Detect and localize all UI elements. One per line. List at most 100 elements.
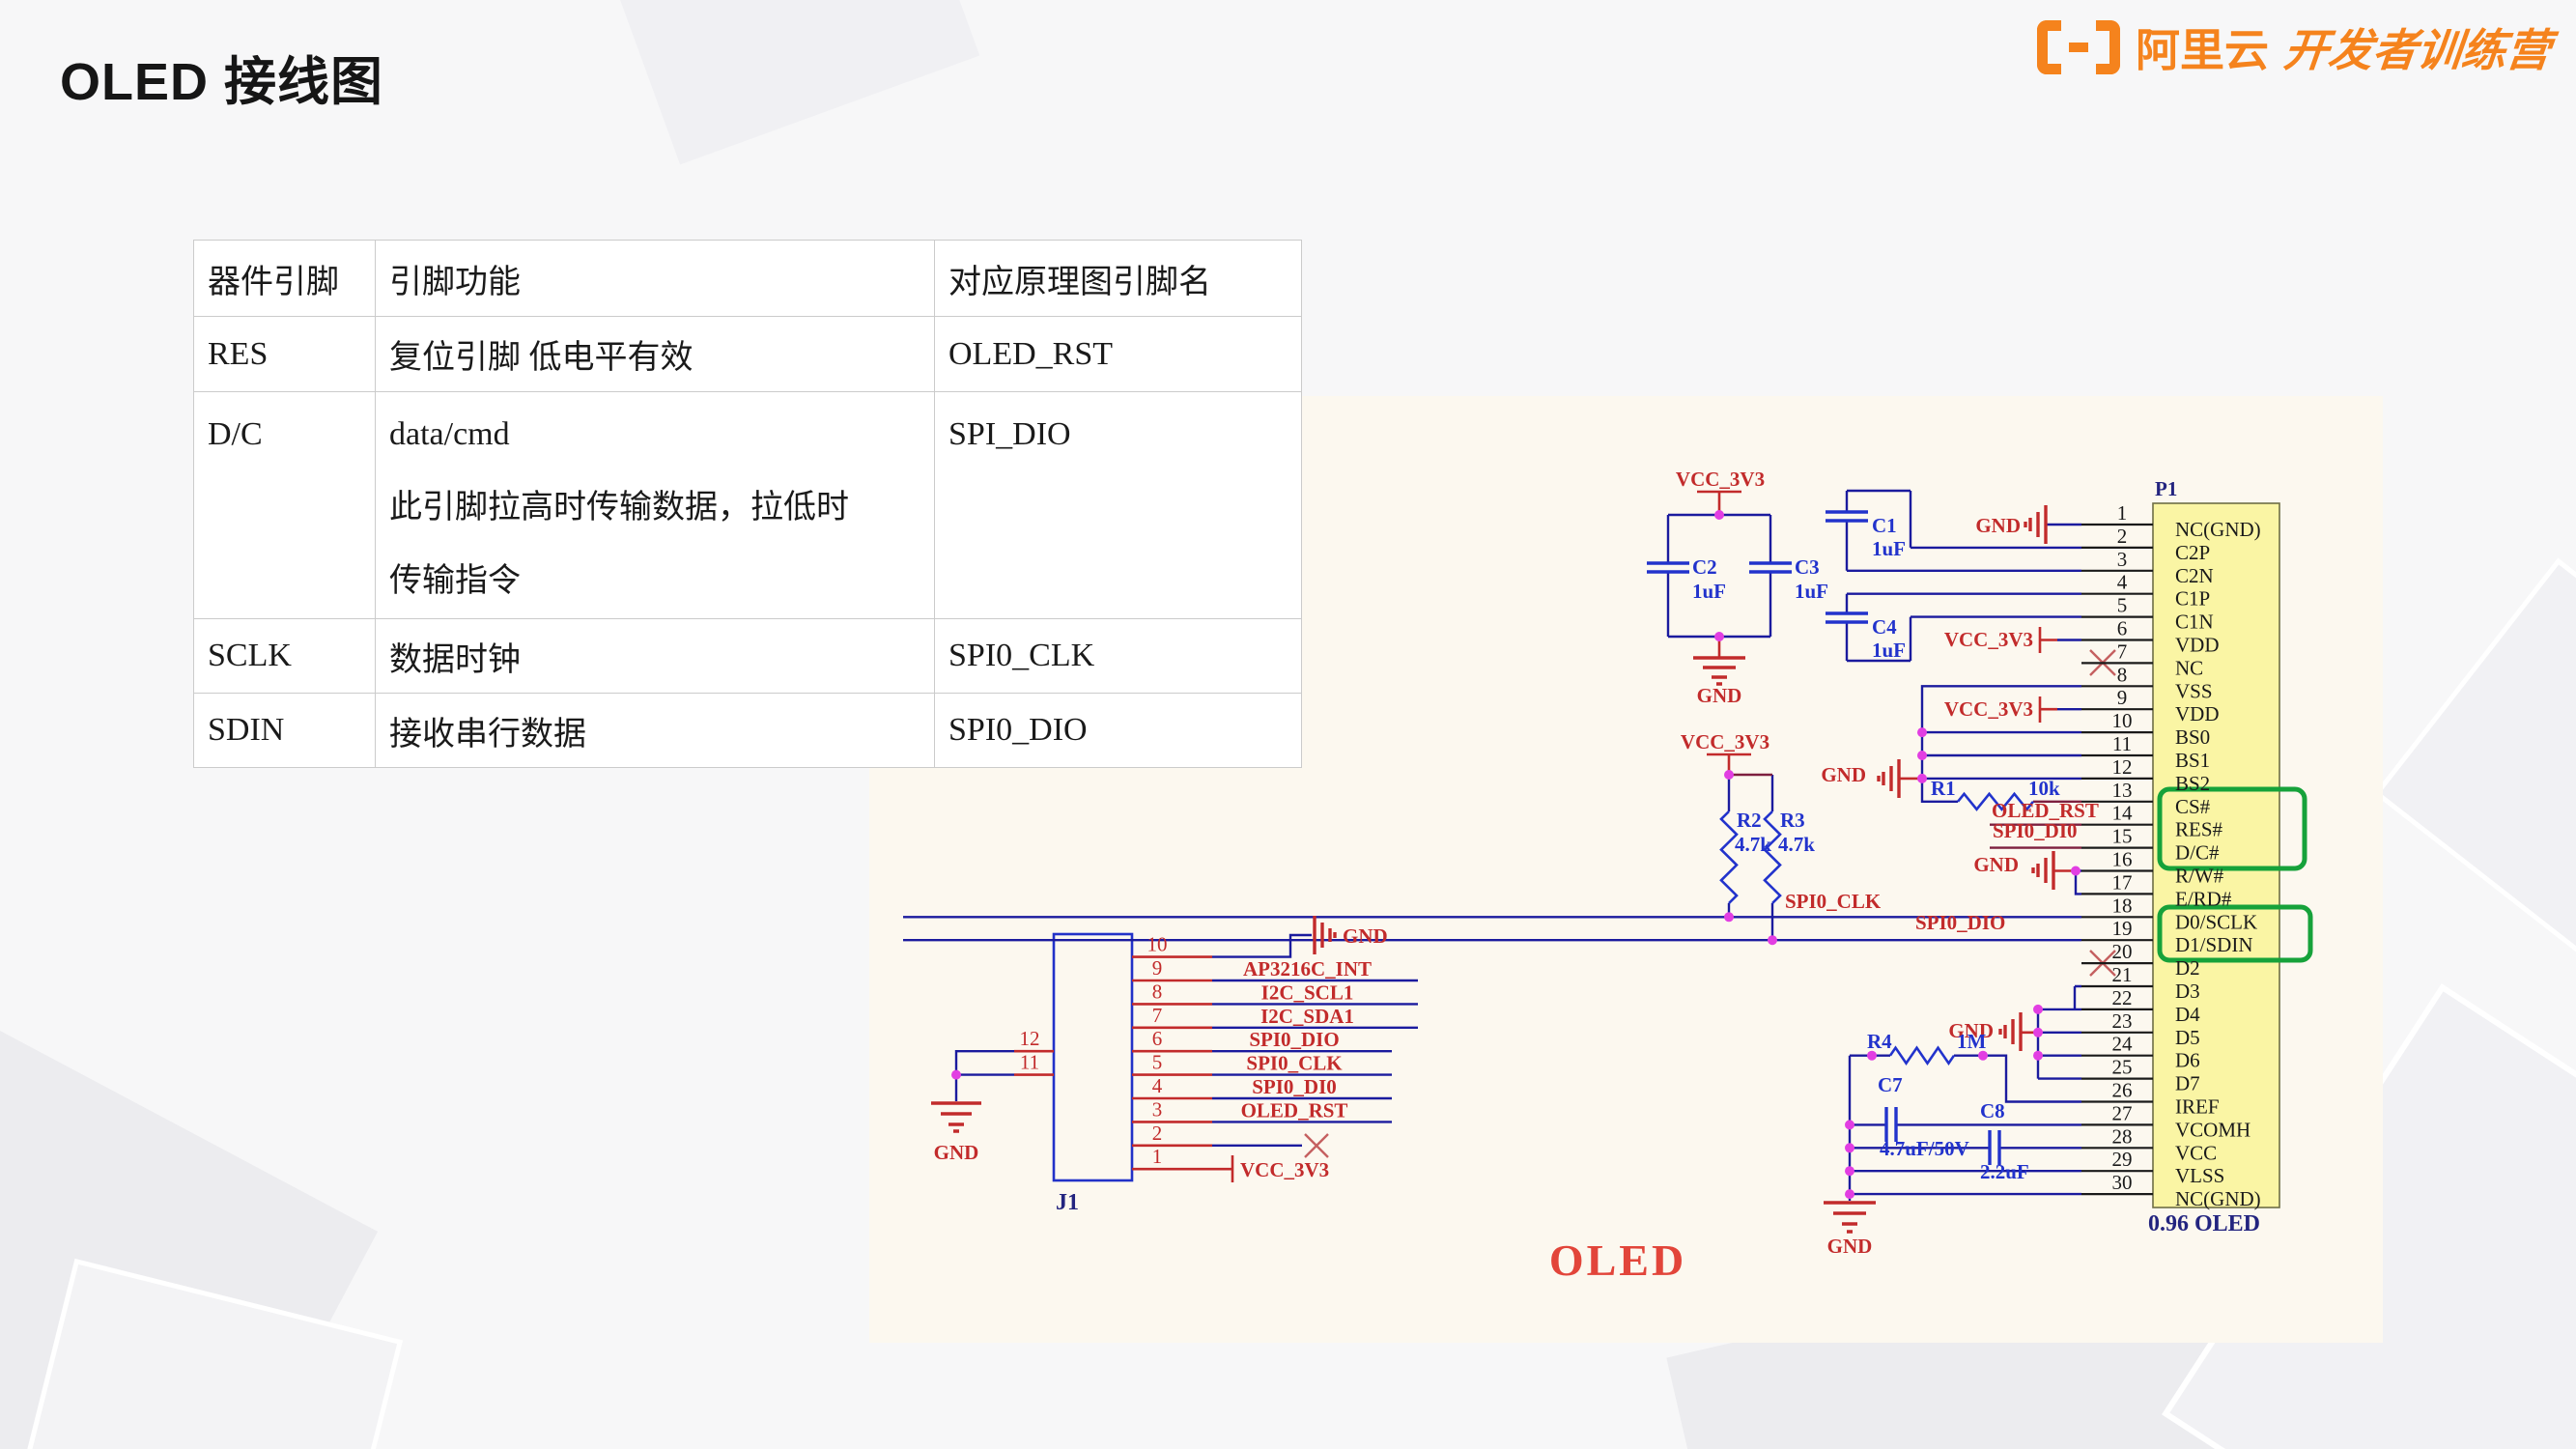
- p1-pin-name-15: D/C#: [2175, 841, 2220, 865]
- j1-net-label-OLED_RST: OLED_RST: [1241, 1098, 1348, 1122]
- p1-pin-number-8: 8: [2117, 663, 2128, 686]
- junction-dot: [1724, 912, 1734, 923]
- page-title: OLED 接线图: [60, 53, 384, 111]
- label-GND: GND: [1975, 514, 2021, 537]
- p1-pin-name-26: IREF: [2175, 1095, 2220, 1119]
- cell-func: 复位引脚 低电平有效: [375, 316, 935, 392]
- gnd-bars-pin16: [2031, 851, 2055, 890]
- p1-pin-name-30: NC(GND): [2175, 1187, 2261, 1210]
- wires-bs-gnd-bus: [1920, 685, 2081, 781]
- junction-dot: [1845, 1189, 1854, 1200]
- p1-pin-number-14: 14: [2112, 802, 2134, 825]
- p1-pin-number-18: 18: [2112, 894, 2133, 917]
- junction-dot: [1917, 727, 1927, 738]
- p1-pin-name-27: VCOMH: [2175, 1118, 2250, 1141]
- label-C8: C8: [1980, 1099, 2005, 1122]
- junction-dot: [2033, 1027, 2043, 1037]
- p1-pin-number-2: 2: [2117, 525, 2128, 548]
- label-GND: GND: [1821, 763, 1866, 786]
- cell-func: 接收串行数据: [375, 693, 935, 768]
- label-2.2uF: 2.2uF: [1980, 1160, 2029, 1183]
- c1-capacitor: [1826, 510, 1868, 523]
- nc-x-j1-pin2: [1304, 1133, 1329, 1158]
- label-VCC_3V3: VCC_3V3: [1681, 730, 1769, 753]
- p1-pin-name-2: C2P: [2175, 541, 2210, 564]
- c2-capacitor: [1647, 561, 1689, 574]
- cell-pin-text: D/C: [208, 416, 263, 452]
- r3-resistor: [1763, 810, 1782, 904]
- p1-pin-number-7: 7: [2117, 639, 2128, 663]
- label-1uF: 1uF: [1692, 580, 1726, 603]
- label-R2: R2: [1737, 809, 1762, 832]
- j1-connector-body: [1052, 932, 1134, 1182]
- label-GND: GND: [1697, 684, 1742, 707]
- p1-pin-number-28: 28: [2112, 1124, 2133, 1148]
- label-GND: GND: [1948, 1019, 1994, 1042]
- wires-c7-c8-network: [1850, 1123, 2081, 1196]
- label-1M: 1M: [1957, 1030, 1987, 1053]
- label-SPI0_DI0: SPI0_DI0: [1993, 819, 2078, 842]
- p1-pin-name-8: VSS: [2175, 679, 2213, 702]
- cell-func: 数据时钟: [375, 618, 935, 694]
- label-R1: R1: [1931, 777, 1956, 800]
- cell-pin: SDIN: [193, 693, 376, 768]
- table-row: SCLK 数据时钟 SPI0_CLK: [193, 618, 1302, 694]
- table-row: SDIN 接收串行数据 SPI0_DIO: [193, 693, 1302, 768]
- cell-net: SPI0_DIO: [934, 693, 1302, 768]
- wires-data-gnd-bus: [2036, 1008, 2081, 1080]
- junction-dot: [1768, 935, 1777, 946]
- junction-dot: [2033, 1050, 2043, 1061]
- table-header-row: 器件引脚 引脚功能 对应原理图引脚名: [193, 240, 1302, 317]
- p1-pin-name-1: NC(GND): [2175, 518, 2261, 541]
- p1-pin-name-21: D3: [2175, 980, 2200, 1003]
- label-OLED_RST: OLED_RST: [1992, 799, 2099, 822]
- junction-dot: [1724, 770, 1734, 780]
- p1-pin-number-6: 6: [2117, 617, 2128, 640]
- cell-func: data/cmd 此引脚拉高时传输数据，拉低时 传输指令: [375, 391, 935, 619]
- label-VCC_3V3: VCC_3V3: [1676, 468, 1765, 491]
- p1-pin-name-14: RES#: [2175, 818, 2223, 841]
- p1-pin-number-25: 25: [2112, 1056, 2133, 1079]
- aliyun-logo: 阿里云 开发者训练营: [2037, 15, 2553, 79]
- cell-pin: RES: [193, 316, 376, 392]
- label-R3: R3: [1780, 809, 1805, 832]
- table-row: RES 复位引脚 低电平有效 OLED_RST: [193, 316, 1302, 392]
- wires-c1-network: [1845, 489, 2081, 572]
- wire-r1-left-lead: [1920, 778, 1958, 803]
- j1-net-label-I2C_SDA1: I2C_SDA1: [1260, 1005, 1354, 1028]
- p1-pin-name-18: D0/SCLK: [2175, 910, 2257, 933]
- j1-pin-number-5: 5: [1152, 1051, 1163, 1074]
- p1-pin-number-5: 5: [2117, 594, 2128, 617]
- label-J1: J1: [1056, 1190, 1079, 1215]
- p1-pin-number-11: 11: [2112, 732, 2132, 755]
- col-header-func: 引脚功能: [375, 240, 935, 317]
- gnd-bars-j1-pin10: [1313, 916, 1337, 954]
- func-line: data/cmd: [389, 416, 510, 452]
- label-P1: P1: [2155, 477, 2177, 500]
- gnd-bars-data-pins: [1998, 1012, 2023, 1051]
- label-R4: R4: [1867, 1030, 1892, 1053]
- label-GND: GND: [1827, 1235, 1873, 1258]
- p1-pin-number-29: 29: [2112, 1148, 2133, 1171]
- p1-pin-name-6: VDD: [2175, 634, 2220, 657]
- p1-pin-number-4: 4: [2117, 571, 2128, 594]
- p1-pin-name-24: D6: [2175, 1049, 2200, 1072]
- p1-pin-number-17: 17: [2112, 870, 2133, 894]
- label-C1: C1: [1872, 514, 1897, 537]
- gnd-bars-pin12: [1877, 759, 1901, 798]
- junction-dot: [1845, 1120, 1854, 1130]
- p1-pin-name-13: CS#: [2175, 795, 2211, 818]
- j1-pin-number-3: 3: [1152, 1097, 1163, 1121]
- label-0.96 OLED: 0.96 OLED: [2148, 1211, 2260, 1236]
- gnd-bars-rail: [1824, 1201, 1876, 1234]
- p1-pin-number-16: 16: [2112, 848, 2133, 871]
- j1-pin-number-6: 6: [1152, 1027, 1163, 1050]
- p1-pin-name-28: VCC: [2175, 1141, 2217, 1164]
- p1-pin-name-17: E/RD#: [2175, 887, 2232, 910]
- p1-pin-name-5: C1N: [2175, 611, 2214, 634]
- label-4.7k: 4.7k: [1735, 833, 1771, 856]
- junction-dot: [1845, 1143, 1854, 1153]
- p1-pin-number-30: 30: [2112, 1171, 2133, 1194]
- j1-net-label-SPI0_CLK: SPI0_CLK: [1246, 1052, 1343, 1075]
